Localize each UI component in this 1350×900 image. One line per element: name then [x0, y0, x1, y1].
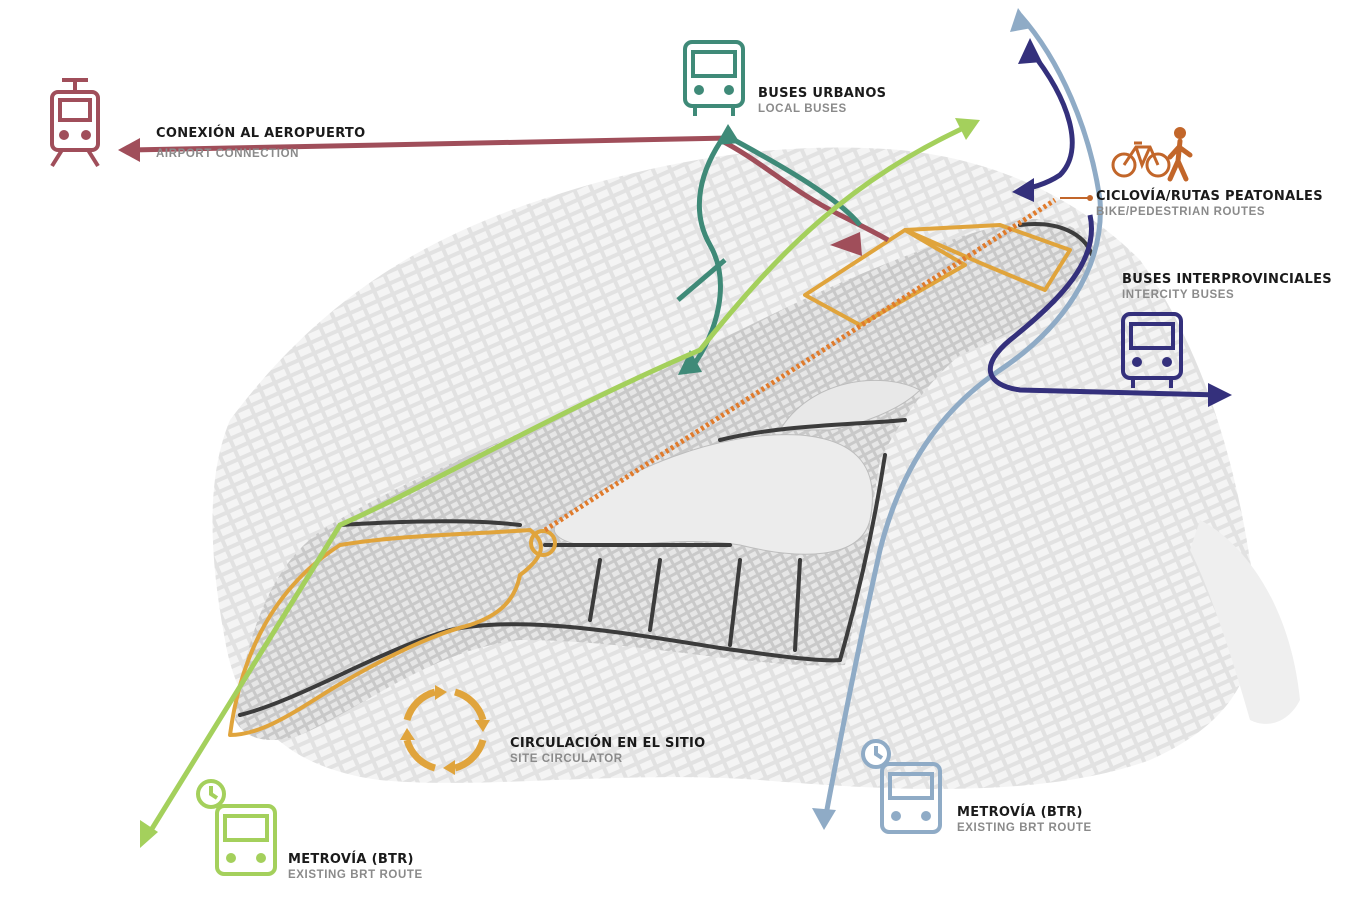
- airport-connection-route: [129, 135, 890, 243]
- label-es: CONEXIÓN AL AEROPUERTO: [156, 126, 366, 141]
- label-es: METROVÍA (BTR): [288, 852, 414, 867]
- label-es: BUSES URBANOS: [758, 86, 887, 101]
- local-bus-arrowhead-down: [678, 350, 702, 375]
- label-intercity: BUSES INTERPROVINCIALES INTERCITY BUSES: [1122, 272, 1332, 302]
- label-brt-green: METROVÍA (BTR) EXISTING BRT ROUTE: [288, 852, 423, 882]
- intercity-arrowhead-top: [1018, 38, 1042, 64]
- label-en: BIKE/PEDESTRIAN ROUTES: [1096, 205, 1266, 218]
- label-es: CIRCULACIÓN EN EL SITIO: [510, 736, 706, 751]
- train-icon: [50, 78, 100, 168]
- label-en: EXISTING BRT ROUTE: [288, 868, 423, 881]
- label-en: LOCAL BUSES: [758, 102, 847, 115]
- clock-bus-icon: [861, 739, 942, 834]
- site-circulator-routes: [228, 223, 1072, 737]
- bus-icon: [1121, 312, 1183, 388]
- label-brt-blue: METROVÍA (BTR) EXISTING BRT ROUTE: [957, 805, 1092, 835]
- bike-pedestrian-icon: [1111, 127, 1193, 182]
- site-district: [235, 219, 1095, 740]
- internal-roads: [238, 222, 1094, 717]
- bus-icon: [683, 40, 745, 116]
- local-bus-arrowhead-up: [716, 124, 740, 145]
- intercity-arrowhead-left: [1012, 178, 1034, 202]
- label-es: METROVÍA (BTR): [957, 805, 1083, 820]
- label-bike-pedestrian: CICLOVÍA/RUTAS PEATONALES BIKE/PEDESTRIA…: [1096, 189, 1323, 219]
- label-airport-connection: CONEXIÓN AL AEROPUERTO AIRPORT CONNECTIO…: [156, 126, 366, 161]
- clock-bus-icon: [196, 779, 277, 876]
- brt-blue-route: [822, 13, 1103, 821]
- brt-green-route: [142, 122, 972, 842]
- brt-green-arrowhead-bottom: [140, 820, 158, 848]
- airport-site-arrowhead: [830, 232, 862, 256]
- label-site-circulator: CIRCULACIÓN EN EL SITIO SITE CIRCULATOR: [510, 736, 706, 766]
- label-local-buses: BUSES URBANOS LOCAL BUSES: [758, 86, 887, 116]
- brt-green-arrowhead-top: [955, 118, 980, 140]
- label-en: INTERCITY BUSES: [1122, 288, 1235, 301]
- intercity-arrowhead-right: [1208, 383, 1232, 407]
- label-en: EXISTING BRT ROUTE: [957, 821, 1092, 834]
- airport-arrowhead: [118, 138, 140, 162]
- circular-arrows-icon: [400, 685, 490, 775]
- label-en: SITE CIRCULATOR: [510, 752, 623, 765]
- label-en: AIRPORT CONNECTION: [156, 147, 300, 160]
- bike-pedestrian-spine: [543, 197, 1057, 533]
- label-es: CICLOVÍA/RUTAS PEATONALES: [1096, 189, 1323, 204]
- local-bus-routes: [676, 132, 862, 372]
- label-es: BUSES INTERPROVINCIALES: [1122, 272, 1332, 287]
- brt-blue-arrowhead-bottom: [812, 808, 836, 830]
- brt-blue-arrowhead-top: [1010, 8, 1032, 32]
